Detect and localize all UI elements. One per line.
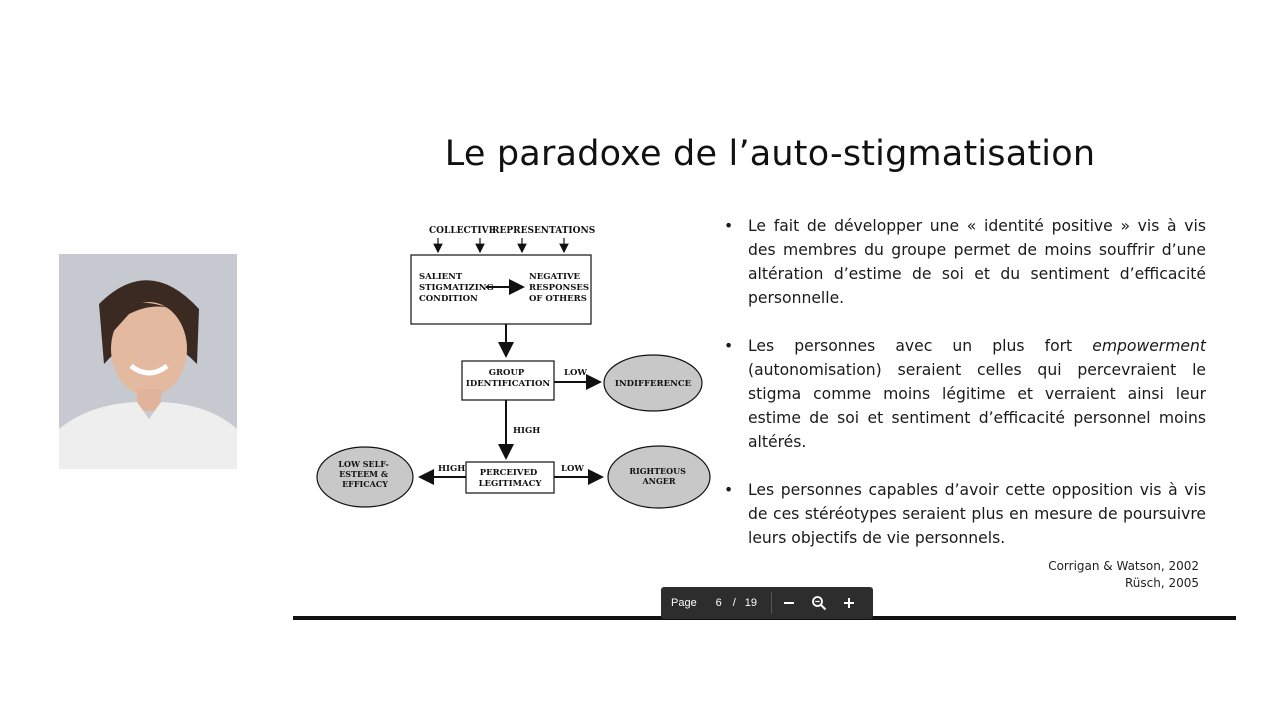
label-group: GROUP IDENTIFICATION [466,368,551,389]
bullet-text: Le fait de développer une « identité pos… [748,217,1206,307]
presenter-video [59,254,237,469]
box-perceived-legitimacy [465,461,555,494]
box-group-identification [461,360,555,401]
bullet-text-after: (autonomisation) seraient celles qui per… [748,361,1206,451]
citation: Corrigan & Watson, 2002 [1048,559,1199,573]
label-high-1: HIGH [513,426,540,436]
ellipse-low-self-esteem [316,446,414,508]
citations: Corrigan & Watson, 2002 Rüsch, 2005 [980,558,1199,592]
bullet-marker: • [724,481,734,499]
bullet-text: Les personnes capables d’avoir cette opp… [748,481,1206,547]
citation: Rüsch, 2005 [1124,576,1199,590]
bullet-text-emphasis: empowerment [1092,337,1206,355]
slide-title: Le paradoxe de l’auto-stigmatisation [444,134,1096,174]
label-low-2: LOW [561,464,584,474]
toolbar-divider [771,592,773,614]
page-total: 19 [744,597,758,609]
stigma-model-diagram: COLLECTIVE REPRESENTATIONS SALIENT STIGM… [316,226,711,509]
bullet-text-before: Les personnes avec un plus fort [748,337,1093,355]
ellipse-indifference [603,354,703,412]
bullet-item: • Les personnes capables d’avoir cette o… [724,478,1206,550]
bullet-item: • Les personnes avec un plus fort empowe… [724,334,1206,454]
ellipse-righteous-anger [607,445,711,509]
label-low-self: LOW SELF- ESTEEM & EFFICACY [338,459,391,489]
page-separator: / [732,597,736,609]
bullet-marker: • [724,337,734,355]
label-collective: COLLECTIVE [429,226,496,236]
label-representations: REPRESENTATIONS [492,226,595,236]
box-stigma-context [410,254,592,325]
label-perceived: PERCEIVED LEGITIMACY [479,468,543,489]
label-righteous: RIGHTEOUS ANGER [629,466,688,486]
bullet-marker: • [724,217,734,235]
collective-arrows [433,238,569,254]
bullet-list: • Le fait de développer une « identité p… [724,214,1206,574]
label-indifference: INDIFFERENCE [615,379,692,389]
minus-icon [784,602,795,604]
page-label: Page [671,597,697,609]
zoom-fit-button[interactable] [804,587,834,619]
label-low-1: LOW [564,368,587,378]
slide [293,110,1236,618]
presenter-portrait [59,254,237,469]
page-toolbar: Page 6 / 19 [661,587,873,619]
page-number-input[interactable]: 6 [715,597,722,609]
label-high-2: HIGH [438,464,465,474]
plus-icon [844,598,855,608]
label-negative: NEGATIVE RESPONSES OF OTHERS [529,272,592,304]
bullet-item: • Le fait de développer une « identité p… [724,214,1206,310]
zoom-out-button[interactable] [774,587,804,619]
magnifier-icon [812,596,827,611]
zoom-in-button[interactable] [834,587,864,619]
label-salient: SALIENT STIGMATIZING CONDITION [419,272,497,304]
